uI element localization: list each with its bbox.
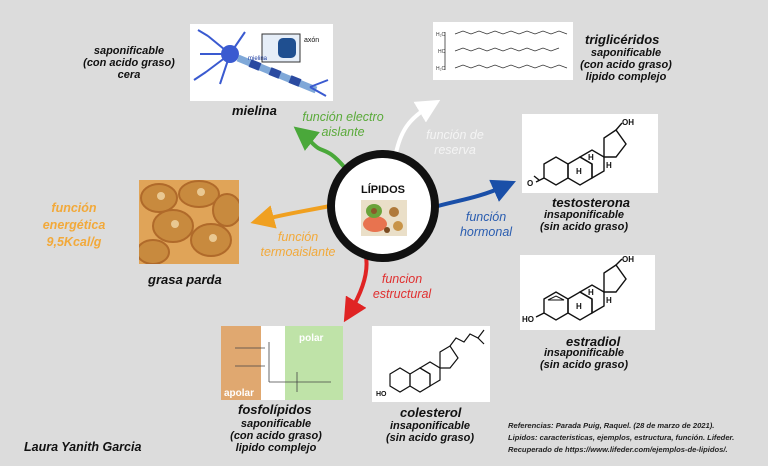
svg-text:H: H <box>606 161 612 170</box>
trigliceridos-image: H₂C HC H₂C <box>433 22 573 80</box>
estradiol-props: insaponificable(sin acido graso) <box>539 347 629 371</box>
arrow-termo <box>250 204 331 229</box>
svg-text:H: H <box>588 153 594 162</box>
mielina-img-label: mielina <box>248 56 268 62</box>
svg-text:H: H <box>576 302 582 311</box>
food-image <box>361 200 407 236</box>
svg-text:H₂C: H₂C <box>436 66 446 72</box>
mielina-props: saponificable(con acido graso)cera <box>83 45 175 81</box>
polar-label: polar <box>299 333 324 344</box>
grasa-parda-image <box>139 180 239 264</box>
fosfolipidos-props: saponificable(con acido graso)lipido com… <box>230 418 322 454</box>
apolar-label: apolar <box>224 388 254 399</box>
svg-text:OH: OH <box>622 118 634 127</box>
references: Referencias: Parada Puig, Raquel. (28 de… <box>508 421 735 454</box>
svg-text:H₂C: H₂C <box>436 32 446 38</box>
fosfolipidos-title: fosfolípidos <box>238 402 312 417</box>
testosterona-title: testosterona <box>552 195 631 210</box>
testosterona-image: OH H H H O <box>522 114 658 193</box>
fosfolipidos-image: polar apolar <box>221 326 343 400</box>
arrow-hormonal <box>437 179 516 208</box>
svg-text:HC: HC <box>438 49 446 55</box>
colesterol-image: HO <box>372 326 490 402</box>
colesterol-title: colesterol <box>400 405 462 420</box>
svg-text:O: O <box>527 179 533 188</box>
svg-text:OH: OH <box>622 255 634 264</box>
arrow-electro <box>293 126 347 170</box>
author: Laura Yanith Garcia <box>24 440 142 454</box>
estradiol-image: OH H H H HO <box>520 255 655 330</box>
svg-text:HO: HO <box>376 391 387 398</box>
center-node: LÍPIDOS <box>327 150 439 262</box>
svg-text:H: H <box>576 167 582 176</box>
trigliceridos-title: triglicéridos <box>585 32 660 47</box>
testosterona-props: insaponificable(sin acido graso) <box>539 209 629 233</box>
mielina-title: mielina <box>232 103 277 118</box>
mielina-image: axón mielina <box>190 24 333 101</box>
svg-text:H: H <box>606 296 612 305</box>
axon-label: axón <box>304 37 319 44</box>
grasa-parda-title: grasa parda <box>148 272 222 287</box>
svg-text:HO: HO <box>522 315 534 324</box>
estradiol-title: estradiol <box>566 334 621 349</box>
colesterol-props: insaponificable(sin acido graso) <box>385 420 475 444</box>
svg-text:H: H <box>588 288 594 297</box>
center-title: LÍPIDOS <box>360 184 405 196</box>
trigliceridos-props: saponificable(con acido graso)lipido com… <box>580 47 672 83</box>
